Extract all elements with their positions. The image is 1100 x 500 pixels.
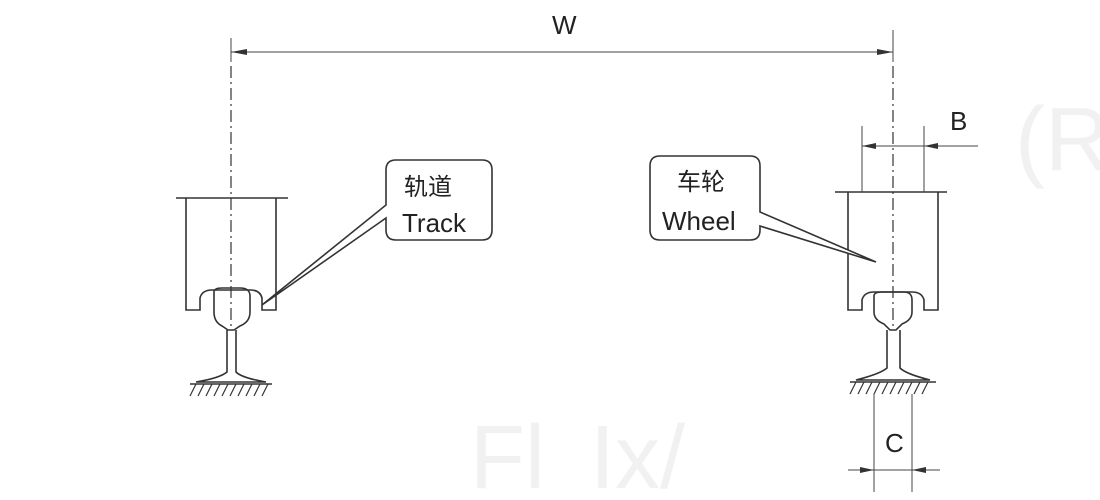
right-rail-head	[873, 291, 913, 331]
wheel-callout: 车轮 Wheel	[649, 155, 877, 263]
wheel-label-en: Wheel	[662, 206, 736, 236]
svg-text:(R: (R	[1015, 90, 1100, 190]
gauge-arrow-left	[231, 49, 247, 55]
track-label-cn: 轨道	[404, 174, 452, 201]
gauge-label: W	[552, 10, 577, 40]
gauge-arrow-right	[877, 49, 893, 55]
right-wheel-assembly	[835, 66, 947, 395]
wheel-label-cn: 车轮	[677, 169, 725, 196]
gauge-dimension: W	[230, 10, 894, 62]
c-arrow-left	[860, 467, 874, 473]
left-rail-head	[213, 287, 251, 331]
c-label: C	[885, 428, 904, 458]
b-arrow-right	[924, 143, 938, 149]
right-ground-hatch	[849, 381, 929, 395]
b-arrow-left	[862, 143, 876, 149]
left-ground-hatch	[189, 383, 269, 397]
right-rail-web	[855, 330, 931, 381]
wheel-width-dimension: B	[861, 106, 978, 192]
svg-text:Fl: Fl	[470, 408, 545, 500]
b-label: B	[950, 106, 967, 136]
svg-text:Ix/: Ix/	[590, 408, 685, 500]
track-label-en: Track	[402, 208, 467, 238]
track-callout-bubble	[261, 159, 493, 306]
track-callout: 轨道 Track	[261, 159, 493, 306]
rail-head-dimension: C	[848, 394, 940, 492]
c-arrow-right	[912, 467, 926, 473]
left-wheel-assembly	[176, 66, 288, 397]
wheel-callout-bubble	[649, 155, 877, 263]
left-rail-web	[195, 330, 267, 383]
background-watermark: Fl Ix/ (R	[470, 90, 1100, 500]
